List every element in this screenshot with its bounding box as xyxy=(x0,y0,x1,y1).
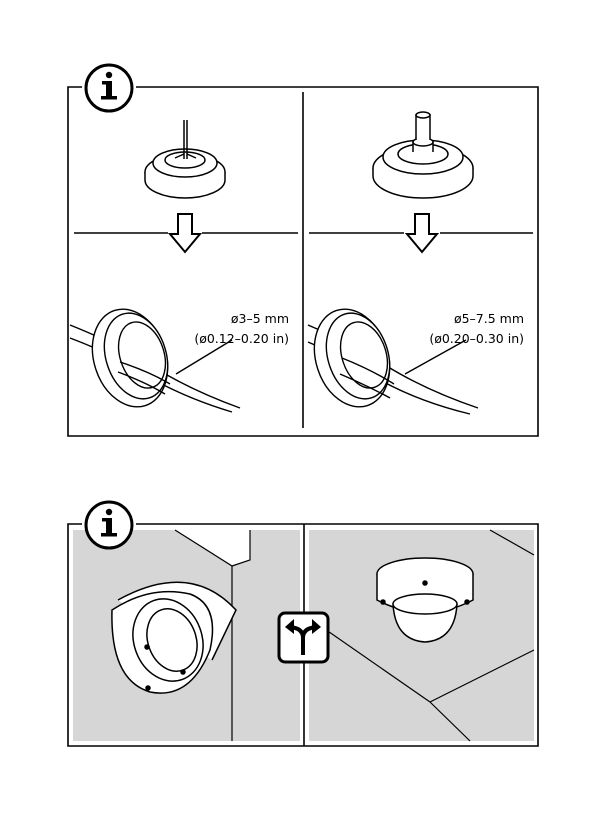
grommet-small-cable-top xyxy=(145,120,225,198)
cable-diameter-small-mm: ø3–5 mm xyxy=(194,309,289,329)
cable-diameter-small-label: ø3–5 mm (ø0.12–0.20 in) xyxy=(194,309,289,349)
cable-diameter-small-in: (ø0.12–0.20 in) xyxy=(194,329,289,349)
arrow-down-icon xyxy=(407,214,437,252)
grommet-large-cable-top xyxy=(373,112,473,198)
cable-diameter-large-in: (ø0.20–0.30 in) xyxy=(420,329,524,349)
info-icon xyxy=(86,502,132,548)
arrow-down-icon xyxy=(170,214,200,252)
cable-diameter-large-label: ø5–7.5 mm (ø0.20–0.30 in) xyxy=(420,309,524,349)
info-icon xyxy=(86,65,132,111)
cable-diameter-large-mm: ø5–7.5 mm xyxy=(420,309,524,329)
split-arrow-icon xyxy=(279,613,328,662)
